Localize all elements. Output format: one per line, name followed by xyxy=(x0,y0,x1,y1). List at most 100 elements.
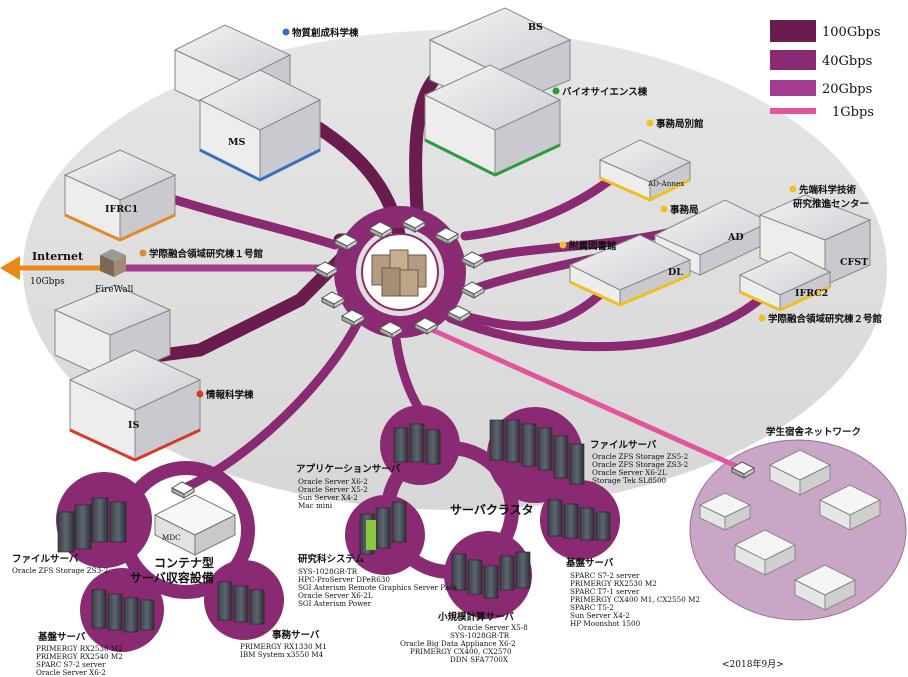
app-server-item: Mac mini xyxy=(298,501,333,510)
small-calc-item: PRIMERGY CX400, CX2570 xyxy=(410,647,512,656)
firewall-icon xyxy=(100,249,126,277)
research-item: SGI Asterism Remote Graphics Server Pack xyxy=(298,583,458,592)
container-office-title: 事務サーバ xyxy=(272,629,320,641)
building-ms xyxy=(173,24,322,182)
app-server-item: Oracle Server X6-2 xyxy=(298,477,368,486)
container-base-item: Oracle Server X6-2 xyxy=(36,668,106,677)
label-jimukyoku: 事務局 xyxy=(670,204,699,216)
research-item: SYS-1028GR-TR xyxy=(298,567,358,576)
base-server-item: PRIMERGY CX400 M1, CX2550 M2 xyxy=(570,595,700,604)
container-title-line2: サーバ収容設備 xyxy=(130,570,214,585)
green-rack-icon xyxy=(366,520,376,550)
file-server-item: Oracle ZFS Storage ZS5-2 xyxy=(592,452,688,461)
small-calc-item: Oracle Big Data Appliance X6-2 xyxy=(400,639,516,648)
building-marker-icon xyxy=(559,241,567,249)
container-office-item: IBM System x3550 M4 xyxy=(240,650,324,659)
container-office-item: PRIMERGY RX1330 M1 xyxy=(240,642,327,651)
file-server-item: Oracle ZFS Storage ZS3-2 xyxy=(592,460,688,469)
building-ifrc1 xyxy=(63,149,177,242)
cluster-title: サーバクラスタ xyxy=(450,503,534,517)
internet-speed-label: 10Gbps xyxy=(30,277,65,287)
file-server-title: ファイルサーバ xyxy=(590,439,657,451)
legend-swatch-40g xyxy=(770,50,816,70)
code-ad: AD xyxy=(727,232,744,243)
app-server-item: Oracle Server X5-2 xyxy=(298,485,368,494)
legend-label-40g: 40Gbps xyxy=(822,54,872,69)
container-title-line1: コンテナ型 xyxy=(154,555,214,570)
building-ad-annex xyxy=(598,139,692,202)
file-server-item: Storage Tek SL8500 xyxy=(592,476,667,485)
internet-label: Internet xyxy=(32,250,84,263)
dormitory-buildings xyxy=(698,449,882,611)
base-server-item: HP Moonshot 1500 xyxy=(570,619,641,628)
base-server-item: SPARC T7-1 server xyxy=(570,587,640,596)
label-dorm: 学生宿舎ネットワーク xyxy=(766,426,861,438)
label-bio: バイオサイエンス棟 xyxy=(562,86,648,98)
base-server-item: SPARC T5-2 xyxy=(570,603,614,612)
building-marker-icon xyxy=(139,249,147,257)
internet-arrow-icon xyxy=(0,256,20,280)
container-module-icon xyxy=(153,494,237,556)
firewall-label: FireWall xyxy=(95,285,133,295)
label-senmon: 先端科学技術 xyxy=(799,184,857,196)
label-toshokan: 附属図書館 xyxy=(569,240,617,252)
app-server-item: Sun Server X4-2 xyxy=(298,493,358,502)
building-bs xyxy=(423,7,572,177)
legend: 100Gbps 40Gbps 20Gbps 1Gbps xyxy=(770,20,881,120)
base-server-item: Sun Server X4-2 xyxy=(570,611,630,620)
small-calc-item: SYS-1028GR-TR xyxy=(450,631,510,640)
building-ifrc2 xyxy=(738,251,832,312)
label-senmon2: 研究推進センター xyxy=(793,198,869,210)
code-ifrc1: IFRC1 xyxy=(105,204,138,215)
code-ifrc2: IFRC2 xyxy=(795,288,828,299)
legend-label-20g: 20Gbps xyxy=(822,82,872,97)
server-racks xyxy=(57,419,611,633)
research-item: HPC-ProServer DPeR630 xyxy=(298,575,390,584)
container-base-item: SPARC S7-2 server xyxy=(36,660,106,669)
container-mdc-label: MDC xyxy=(162,533,181,542)
building-marker-icon xyxy=(660,205,668,213)
base-server-item: PRIMERGY RX2530 M2 xyxy=(570,579,657,588)
legend-swatch-20g xyxy=(770,80,816,96)
small-calc-title: 小規模計算サーバ xyxy=(437,611,514,623)
building-is xyxy=(53,284,202,462)
research-item: SGI Asterism Power xyxy=(298,599,372,608)
building-marker-icon xyxy=(552,87,560,95)
building-marker-icon xyxy=(282,28,290,36)
container-base-title: 基盤サーバ xyxy=(37,631,86,643)
code-cfst: CFST xyxy=(840,257,868,268)
container-base-item: PRIMERGY RX2530 M2 xyxy=(36,644,123,653)
small-calc-item: DDN SFA7700X xyxy=(450,655,509,664)
building-marker-icon xyxy=(758,314,766,322)
building-marker-icon xyxy=(789,185,797,193)
app-server-title: アプリケーションサーバ xyxy=(296,463,401,475)
core-server-icon xyxy=(371,249,427,297)
legend-label-1g: 1Gbps xyxy=(832,105,874,120)
legend-swatch-1g xyxy=(770,108,816,114)
building-marker-icon xyxy=(646,119,654,127)
label-jouhou: 情報科学棟 xyxy=(205,389,254,401)
building-marker-icon xyxy=(196,390,204,398)
small-calc-item: Oracle Server X5-8 xyxy=(458,623,528,632)
base-server-item: SPARC S7-2 server xyxy=(570,571,640,580)
label-busshitsu: 物質創成科学棟 xyxy=(292,27,359,39)
legend-swatch-100g xyxy=(770,20,816,42)
container-file-title: ファイルサーバ xyxy=(12,553,79,565)
research-title: 研究科システム xyxy=(298,553,365,565)
code-dl: DL xyxy=(668,267,683,278)
code-bs: BS xyxy=(528,22,543,33)
code-ad-annex: AD-Annex xyxy=(647,179,684,188)
file-server-item: Oracle Server X6-2L xyxy=(592,468,667,477)
label-yuugou1: 学際融合領域研究棟１号館 xyxy=(149,248,264,260)
legend-label-100g: 100Gbps xyxy=(822,25,881,40)
dormitory-network-area xyxy=(689,439,907,621)
building-dl xyxy=(568,234,692,307)
base-server-title: 基盤サーバ xyxy=(565,557,614,569)
code-is: IS xyxy=(128,420,139,431)
container-base-item: PRIMERGY RX2540 M2 xyxy=(36,652,123,661)
research-item: Oracle Server X6-2L xyxy=(298,591,373,600)
label-jimu-bekkan: 事務局別館 xyxy=(656,118,704,130)
label-yuugou2: 学際融合領域研究棟２号館 xyxy=(768,313,883,325)
